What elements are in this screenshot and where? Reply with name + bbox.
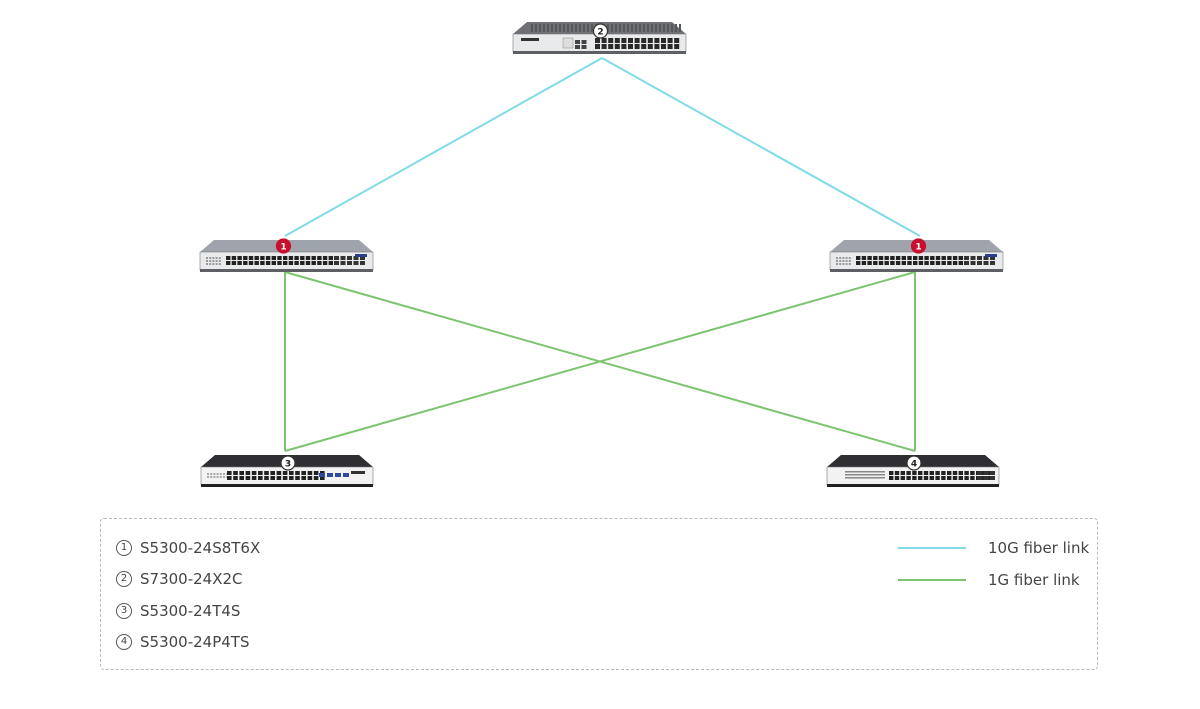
device-badge-access-right xyxy=(906,455,922,471)
legend-marker: 4 xyxy=(116,634,132,650)
legend-link-1g: 1G fiber link xyxy=(898,569,1080,591)
device-badge-number: 3 xyxy=(285,460,291,470)
device-badge-core xyxy=(592,23,609,39)
link-10g-core-agg-right xyxy=(601,57,921,237)
legend-model-2: 2 S7300-24X2C xyxy=(116,568,243,590)
device-badge-number: 1 xyxy=(280,243,286,253)
legend-link-10g: 10G fiber link xyxy=(898,537,1089,559)
legend-marker: 1 xyxy=(116,540,132,556)
legend-marker: 3 xyxy=(116,603,132,619)
legend-model-1: 1 S5300-24S8T6X xyxy=(116,537,260,559)
device-badge-number: 1 xyxy=(915,243,921,253)
switch-access-right: 4 xyxy=(826,455,1000,487)
device-badge-agg-right xyxy=(910,238,927,254)
device-badge-access-left xyxy=(280,455,296,471)
devices-layer: 2 1 1 3 4 xyxy=(199,22,1004,487)
legend-box: 1 S5300-24S8T6X 2 S7300-24X2C 3 S5300-24… xyxy=(100,518,1098,670)
switch-agg-right: 1 xyxy=(829,238,1004,272)
legend-swatch-10g xyxy=(898,547,966,549)
link-1g-agg-right-access-left xyxy=(284,271,916,452)
legend-model-label: S7300-24X2C xyxy=(140,570,243,588)
legend-model-label: S5300-24T4S xyxy=(140,602,241,620)
legend-model-4: 4 S5300-24P4TS xyxy=(116,631,249,653)
link-10g-core-agg-left xyxy=(284,57,603,237)
legend-model-3: 3 S5300-24T4S xyxy=(116,600,240,622)
links-layer xyxy=(284,57,921,452)
switch-agg-left: 1 xyxy=(199,238,374,272)
legend-link-label: 1G fiber link xyxy=(988,571,1080,589)
switch-access-left: 3 xyxy=(200,455,374,487)
switch-core: 2 xyxy=(512,22,687,54)
legend-link-label: 10G fiber link xyxy=(988,539,1090,557)
legend-model-label: S5300-24S8T6X xyxy=(140,539,261,557)
legend-model-label: S5300-24P4TS xyxy=(140,633,250,651)
device-badge-number: 4 xyxy=(911,460,917,470)
device-badge-number: 2 xyxy=(597,28,603,38)
legend-swatch-1g xyxy=(898,579,966,581)
legend-marker: 2 xyxy=(116,571,132,587)
device-badge-agg-left xyxy=(275,238,292,254)
